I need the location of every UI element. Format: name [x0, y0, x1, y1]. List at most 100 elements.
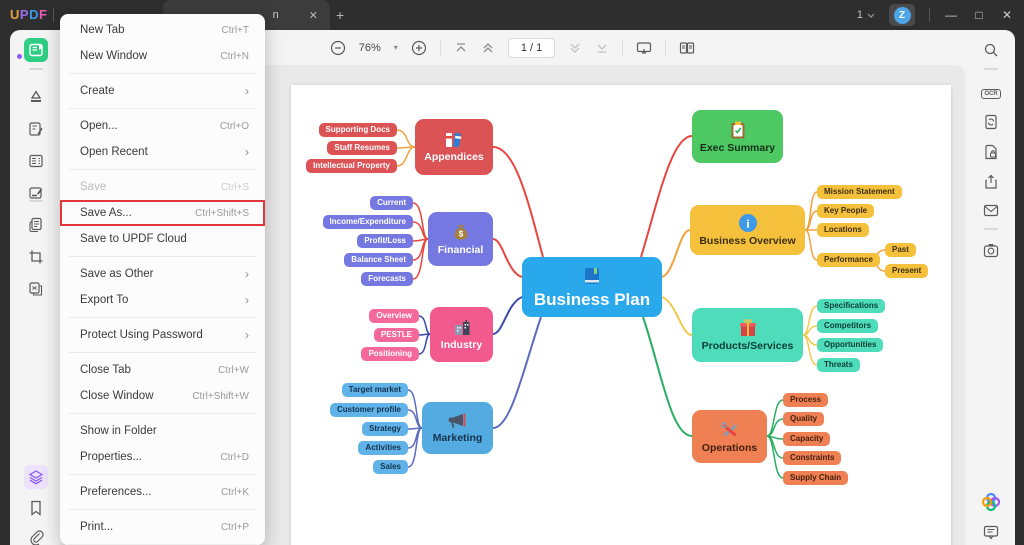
submenu-arrow-icon: › [245, 293, 249, 307]
document-viewer: Business Plan Appendices Supporting Docs… [60, 65, 965, 545]
mindmap-pill: Quality [783, 412, 825, 426]
menu-item-save-as[interactable]: Save As...Ctrl+Shift+S [60, 200, 265, 226]
menu-item-properties[interactable]: Properties...Ctrl+D [80, 451, 249, 463]
menu-item-save-to-updf-cloud[interactable]: Save to UPDF Cloud [80, 233, 187, 245]
mindmap-pill: Supply Chain [783, 471, 849, 485]
mindmap-pill: Activities [358, 441, 408, 455]
mindmap-pill: Sales [373, 460, 408, 474]
mindmap-connectors [396, 129, 886, 479]
menu-item-open[interactable]: Open...Ctrl+O [80, 120, 249, 132]
titlebar-separator [53, 8, 54, 22]
protect-icon[interactable] [979, 140, 1003, 164]
mindmap-pill: Present [885, 264, 929, 278]
tab-close-icon[interactable]: ✕ [308, 9, 318, 22]
search-icon[interactable] [979, 38, 1003, 62]
mindmap-node-marketing: Marketing [422, 402, 493, 454]
organize-pages-icon[interactable] [24, 149, 48, 173]
bookmark-icon[interactable] [24, 496, 48, 520]
menu-item-preferences[interactable]: Preferences...Ctrl+K [80, 486, 249, 498]
submenu-arrow-icon: › [245, 145, 249, 159]
fill-sign-icon[interactable] [24, 181, 48, 205]
account-avatar[interactable]: Z [889, 4, 915, 26]
ai-assistant-icon[interactable] [979, 490, 1003, 514]
attachment-icon[interactable] [24, 525, 48, 545]
menu-item-protect-using-password[interactable]: Protect Using Password› [80, 328, 249, 342]
minimize-button[interactable]: — [945, 8, 957, 22]
zoom-level[interactable]: 76% [358, 41, 381, 54]
mindmap-pill: Competitors [817, 319, 879, 333]
mindmap-pill: Performance [817, 253, 880, 267]
mindmap-pill: Target market [341, 383, 408, 397]
mindmap-node-appendices: Appendices [415, 119, 493, 175]
reading-mode-icon[interactable] [679, 41, 695, 55]
share-icon[interactable] [979, 170, 1003, 194]
batch-process-icon[interactable] [24, 277, 48, 301]
mindmap-pill: Locations [817, 223, 869, 237]
close-button[interactable]: ✕ [1001, 8, 1013, 22]
mindmap-pill: Income/Expenditure [322, 215, 413, 229]
pdf-page: Business Plan Appendices Supporting Docs… [291, 85, 951, 545]
zoom-out-button[interactable] [330, 40, 346, 56]
next-page-button[interactable] [568, 41, 582, 55]
menu-item-print[interactable]: Print...Ctrl+P [80, 521, 249, 533]
convert-icon[interactable] [979, 110, 1003, 134]
mindmap-center-node: Business Plan [522, 257, 662, 317]
clipboard-icon [731, 121, 744, 139]
mindmap-pill: Capacity [783, 432, 831, 446]
mindmap-node-exec-summary: Exec Summary [692, 110, 783, 163]
submenu-arrow-icon: › [245, 267, 249, 281]
active-indicator-dot [17, 54, 22, 59]
edit-pdf-icon[interactable] [24, 117, 48, 141]
mindmap-pill: Constraints [783, 451, 842, 465]
mindmap-pill: Profit/Loss [357, 234, 413, 248]
new-tab-button[interactable]: + [336, 7, 345, 23]
layers-panel-icon[interactable] [24, 465, 48, 489]
crop-icon[interactable] [24, 245, 48, 269]
mindmap-pill: Strategy [361, 422, 408, 436]
snapshot-icon[interactable] [979, 238, 1003, 262]
mindmap-pill: Process [783, 393, 829, 407]
view-toolbar: 76% ▾ 1 / 1 [60, 30, 965, 65]
last-page-button[interactable] [595, 41, 609, 55]
menu-item-open-recent[interactable]: Open Recent› [80, 145, 249, 159]
maximize-button[interactable]: □ [975, 8, 983, 22]
document-count-dropdown[interactable]: 1 [857, 9, 875, 21]
money-bag-icon: $ [454, 225, 467, 240]
page-indicator[interactable]: 1 / 1 [507, 37, 556, 58]
menu-item-show-in-folder[interactable]: Show in Folder [80, 425, 157, 437]
menu-item-export-to[interactable]: Export To› [80, 293, 249, 307]
zoom-in-button[interactable] [411, 40, 427, 56]
updf-logo: UPDF [10, 7, 48, 22]
chevron-down-icon [867, 13, 875, 18]
mindmap-node-industry: Industry [430, 307, 493, 362]
mindmap-pill: Supporting Docs [318, 123, 397, 137]
convert-pages-icon[interactable] [24, 213, 48, 237]
presentation-mode-icon[interactable] [636, 41, 652, 55]
ocr-icon[interactable]: OCR [979, 82, 1003, 106]
mindmap-node-business-overview: i Business Overview [690, 205, 805, 255]
mail-icon[interactable] [979, 198, 1003, 222]
right-tool-sidebar: OCR [965, 30, 1015, 545]
reader-mode-icon[interactable] [17, 38, 48, 62]
submenu-arrow-icon: › [245, 328, 249, 342]
menu-item-save-as-other[interactable]: Save as Other› [80, 267, 249, 281]
mindmap-pill: Intellectual Property [306, 159, 397, 173]
annotate-icon[interactable] [24, 85, 48, 109]
megaphone-icon [448, 413, 465, 428]
mindmap-pill: Balance Sheet [344, 253, 413, 267]
mindmap-node-financial: $ Financial [428, 212, 493, 266]
zoom-dropdown-icon[interactable]: ▾ [393, 43, 398, 52]
menu-item-create[interactable]: Create› [80, 84, 249, 98]
info-icon: i [738, 214, 757, 233]
svg-text:i: i [746, 217, 750, 231]
mindmap-pill: Forecasts [361, 272, 413, 286]
mindmap-pill: Current [370, 196, 413, 210]
first-page-button[interactable] [454, 41, 468, 55]
feedback-icon[interactable] [979, 520, 1003, 544]
books-icon [446, 133, 462, 148]
previous-page-button[interactable] [481, 41, 495, 55]
